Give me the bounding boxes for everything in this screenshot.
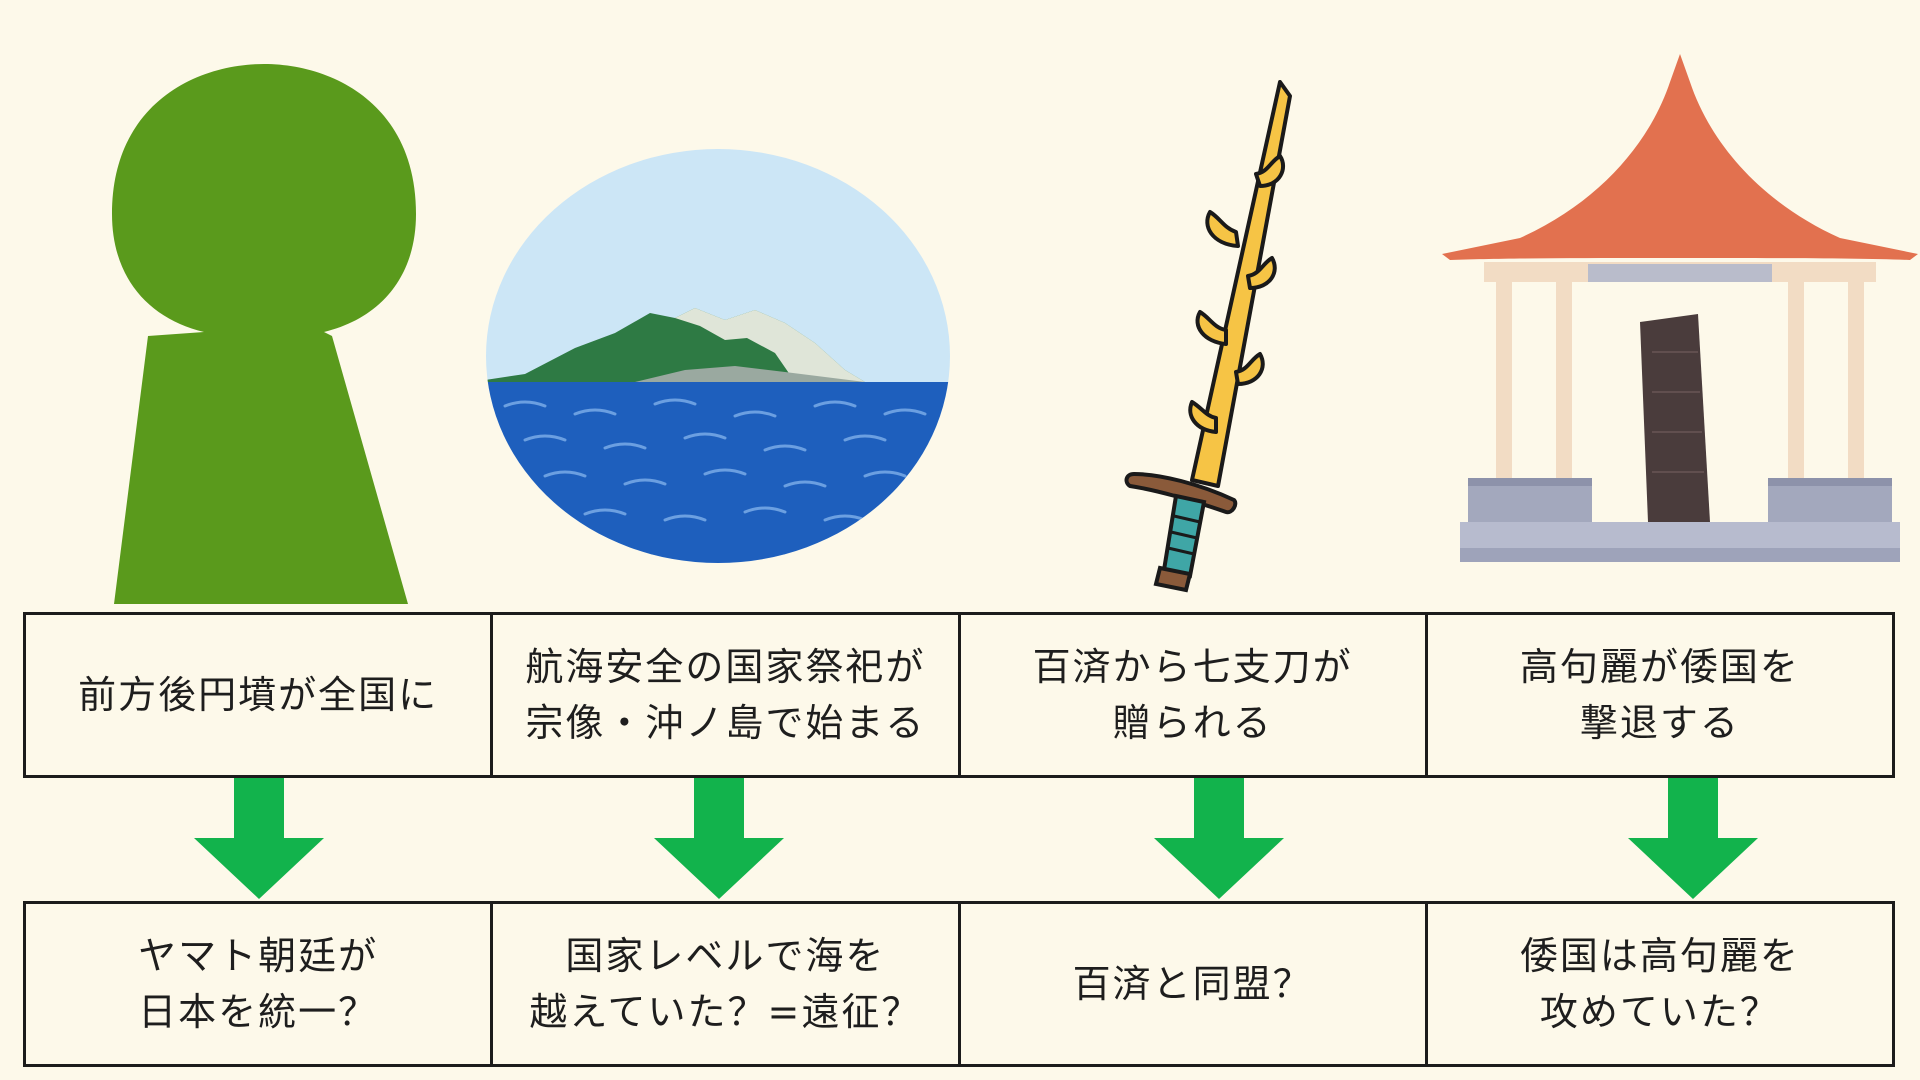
conclusion-line: ヤマト朝廷が xyxy=(138,934,379,978)
stele-pavilion-icon xyxy=(1440,52,1920,572)
event-line: 贈られる xyxy=(1112,701,1273,745)
conclusions-row: ヤマト朝廷が 日本を統一？ 国家レベルで海を 越えていた？=遠征？ 百済と同盟？… xyxy=(23,901,1895,1067)
down-arrow-icon xyxy=(1154,778,1284,899)
conclusion-line: 国家レベルで海を xyxy=(565,934,886,978)
conclusion-cell-yamato: ヤマト朝廷が 日本を統一？ xyxy=(26,904,494,1064)
event-cell-kofun: 前方後円墳が全国に xyxy=(26,615,494,775)
conclusion-line: 百済と同盟？ xyxy=(1072,962,1313,1006)
conclusion-line: 攻めていた？ xyxy=(1539,990,1780,1034)
events-row: 前方後円墳が全国に 航海安全の国家祭祀が 宗像・沖ノ島で始まる 百済から七支刀が… xyxy=(23,612,1895,778)
event-cell-seven-branched-sword: 百済から七支刀が 贈られる xyxy=(961,615,1428,775)
conclusion-line: 日本を統一？ xyxy=(138,990,379,1034)
event-cell-goguryeo: 高句麗が倭国を 撃退する xyxy=(1428,615,1892,775)
island-in-sea-icon xyxy=(485,148,951,564)
event-line: 航海安全の国家祭祀が xyxy=(525,645,926,689)
event-cell-okinoshima: 航海安全の国家祭祀が 宗像・沖ノ島で始まる xyxy=(493,615,961,775)
event-line: 撃退する xyxy=(1579,701,1740,745)
conclusion-cell-alliance: 百済と同盟？ xyxy=(961,904,1428,1064)
event-line: 百済から七支刀が xyxy=(1032,645,1353,689)
conclusion-cell-expedition: 国家レベルで海を 越えていた？=遠征？ xyxy=(493,904,961,1064)
seven-branched-sword-icon xyxy=(1120,76,1320,596)
event-line: 前方後円墳が全国に xyxy=(78,673,439,717)
event-line: 宗像・沖ノ島で始まる xyxy=(525,701,926,745)
conclusion-line: 越えていた？=遠征？ xyxy=(529,990,922,1034)
event-line: 高句麗が倭国を xyxy=(1519,645,1800,689)
down-arrow-icon xyxy=(654,778,784,899)
conclusion-cell-attack: 倭国は高句麗を 攻めていた？ xyxy=(1428,904,1892,1064)
keyhole-tomb-icon xyxy=(108,64,420,604)
down-arrow-icon xyxy=(1628,778,1758,899)
conclusion-line: 倭国は高句麗を xyxy=(1519,934,1800,978)
down-arrow-icon xyxy=(194,778,324,899)
